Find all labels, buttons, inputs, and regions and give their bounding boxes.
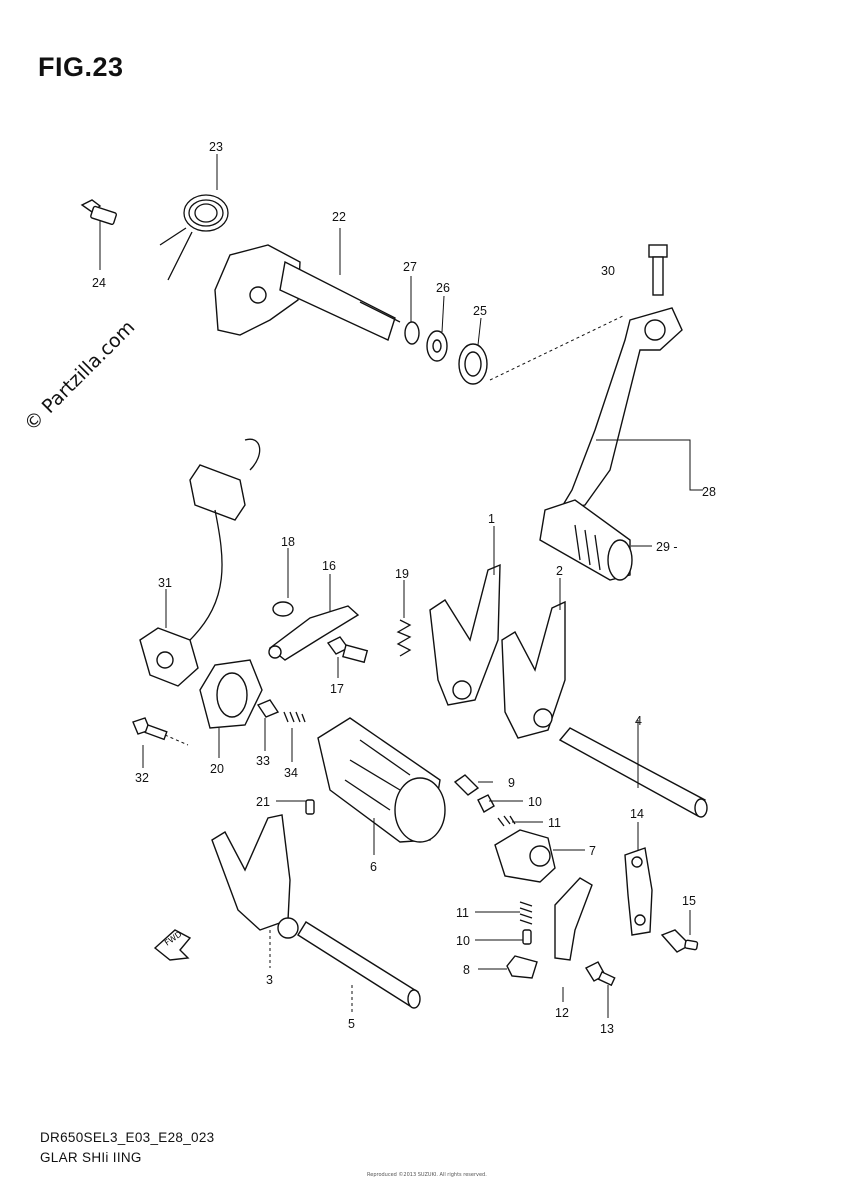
part-6-gearshift-cam <box>317 717 446 843</box>
callout-31: 31 <box>158 576 172 590</box>
part-10-pin-lower <box>522 929 532 945</box>
callout-22: 22 <box>332 210 346 224</box>
callout-18: 18 <box>281 535 295 549</box>
part-23-spring <box>159 194 229 281</box>
part-2-shift-fork <box>501 600 566 739</box>
part-7-cam-driven-gear <box>494 829 556 883</box>
callout-16: 16 <box>322 559 336 573</box>
part-16-stopper <box>268 605 360 661</box>
callout-30: 30 <box>601 264 615 278</box>
part-19-spring <box>396 619 412 657</box>
callout-15: 15 <box>682 894 696 908</box>
callout-24: 24 <box>92 276 106 290</box>
part-1-shift-fork <box>429 563 501 706</box>
callout-28: 28 <box>702 485 716 499</box>
part-17-bolt <box>326 636 369 664</box>
part-11-spring-lower <box>519 901 533 925</box>
part-27-ring <box>404 321 420 345</box>
callout-23: 23 <box>209 140 223 154</box>
callout-14: 14 <box>630 807 644 821</box>
callout-20: 20 <box>210 762 224 776</box>
leader-lines <box>99 154 703 1018</box>
callout-9: 9 <box>508 776 515 790</box>
part-32-screw <box>132 717 189 746</box>
callout-6: 6 <box>370 860 377 874</box>
part-21-pin <box>305 799 315 815</box>
part-29-pedal-rubber <box>539 499 633 581</box>
callout-33: 33 <box>256 754 270 768</box>
part-31-gear-position-switch <box>139 438 261 687</box>
part-22-shift-shaft <box>214 244 401 341</box>
callout-5: 5 <box>348 1017 355 1031</box>
callout-32: 32 <box>135 771 149 785</box>
callout-19: 19 <box>395 567 409 581</box>
part-33-pin <box>256 699 280 718</box>
part-15-screw <box>660 929 699 953</box>
footer-note: Reproduced ©2013 SUZUKI. All rights rese… <box>367 1172 487 1178</box>
part-8-stopper <box>506 955 538 979</box>
callout-labels: 1 2 3 4 5 6 7 8 9 10 10 11 11 12 13 14 1… <box>92 140 716 1036</box>
part-12-cam-guide-plate <box>554 877 593 961</box>
part-3-shift-fork <box>211 814 299 939</box>
model-code: DR650SEL3_E03_E28_023 <box>40 1130 215 1145</box>
callout-3: 3 <box>266 973 273 987</box>
part-34-spring <box>283 711 306 723</box>
part-5-shift-fork-shaft <box>297 921 421 1009</box>
part-10-pin <box>477 794 495 813</box>
callout-8: 8 <box>463 963 470 977</box>
callout-26: 26 <box>436 281 450 295</box>
section-name: GLAR SHIi IING <box>40 1150 142 1165</box>
callout-10-lower: 10 <box>456 934 470 948</box>
part-26-washer <box>426 330 448 362</box>
part-20-cam-plate <box>199 659 263 729</box>
part-30-bolt <box>648 244 668 296</box>
callout-2: 2 <box>556 564 563 578</box>
callout-29: 29 - <box>656 540 678 554</box>
callout-17: 17 <box>330 682 344 696</box>
part-24-bolt <box>80 199 118 226</box>
callout-13: 13 <box>600 1022 614 1036</box>
part-13-screw <box>585 961 616 987</box>
callout-11-upper: 11 <box>548 816 561 830</box>
callout-7: 7 <box>589 844 596 858</box>
callout-27: 27 <box>403 260 417 274</box>
callout-12: 12 <box>555 1006 569 1020</box>
callout-4: 4 <box>635 714 642 728</box>
part-9-pin <box>453 774 480 796</box>
callout-21: 21 <box>256 795 270 809</box>
part-25-oil-seal <box>458 343 488 385</box>
part-14-plate <box>624 847 653 936</box>
part-28-gearshift-lever <box>489 307 683 511</box>
callout-25: 25 <box>473 304 487 318</box>
callout-10-upper: 10 <box>528 795 542 809</box>
part-11-spring <box>497 815 516 827</box>
callout-34: 34 <box>284 766 298 780</box>
figure-title: FIG.23 <box>38 52 124 82</box>
part-18-washer <box>272 601 294 617</box>
callout-1: 1 <box>488 512 495 526</box>
callout-11-lower: 11 <box>456 906 469 920</box>
fwd-arrow: FWD <box>153 929 192 961</box>
part-4-shift-fork-shaft <box>558 727 708 818</box>
